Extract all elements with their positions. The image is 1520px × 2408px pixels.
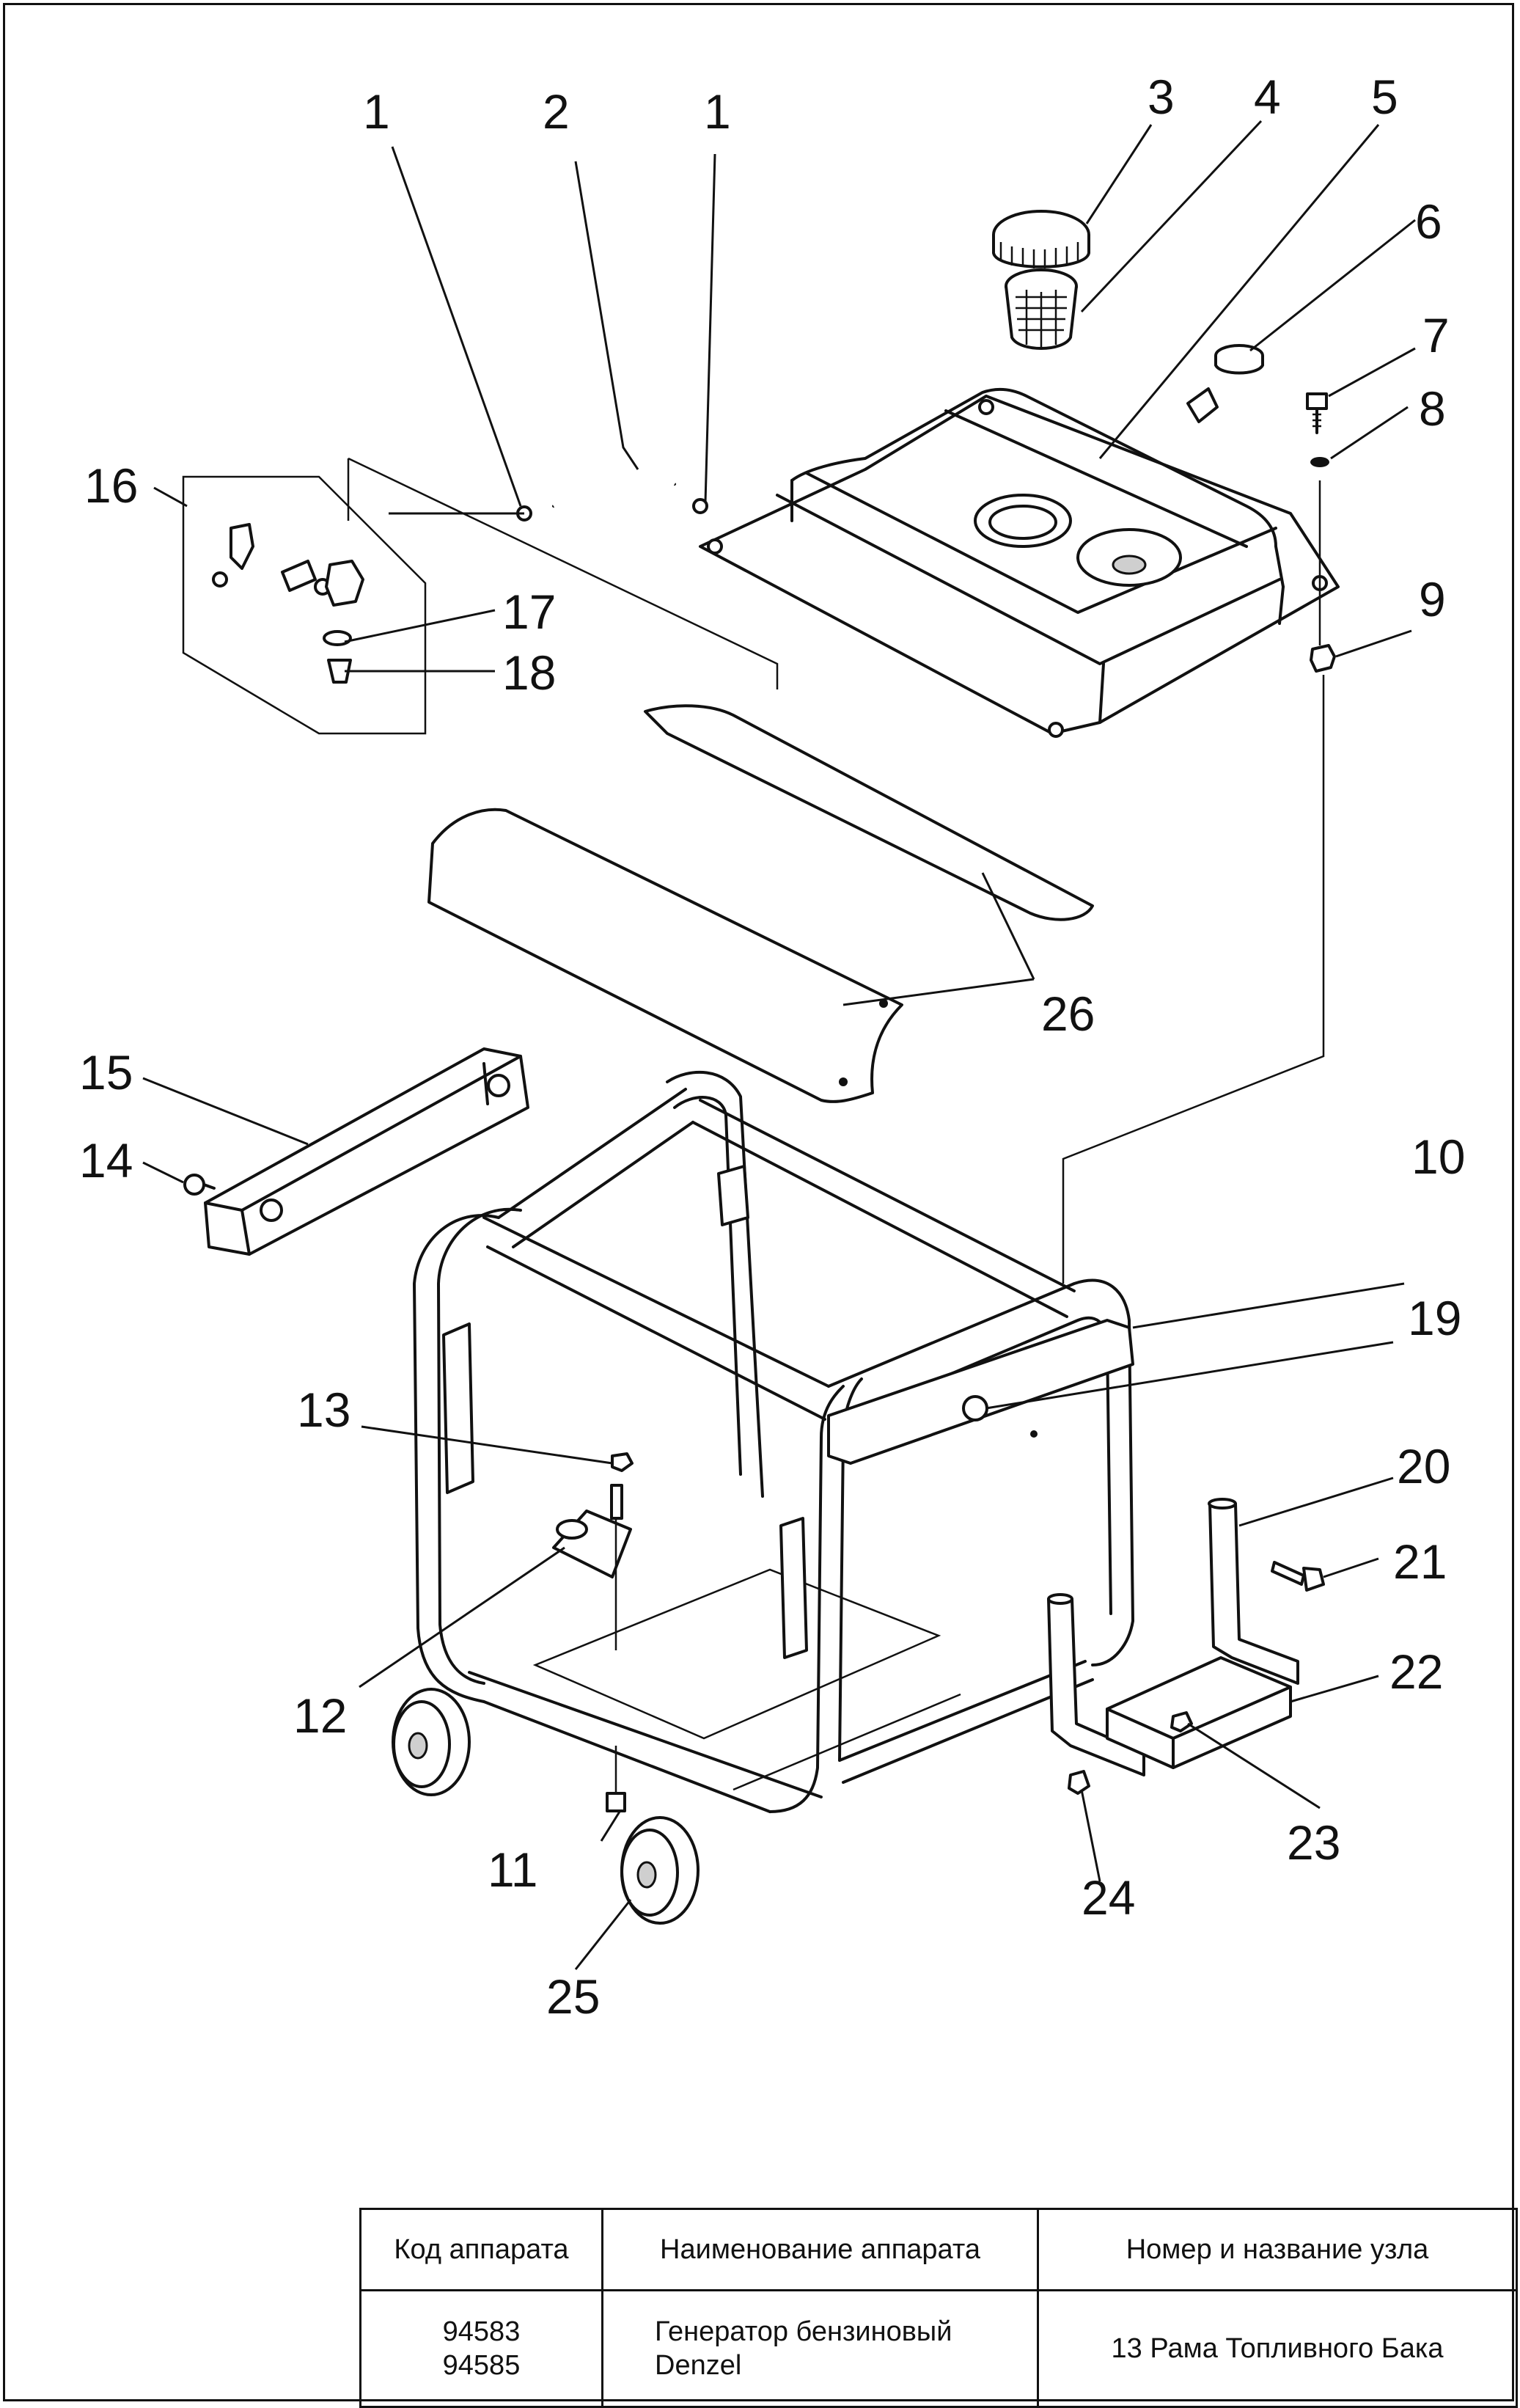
nut-23	[1170, 1711, 1193, 1732]
assembly-line-9-10	[1062, 675, 1325, 1284]
callout-4: 4	[1254, 70, 1281, 124]
header-device-code: Код аппарата	[359, 2208, 603, 2291]
wheel-rear	[392, 1688, 471, 1796]
value-device-name: Генератор бензиновый Denzel	[601, 2289, 1039, 2408]
fuel-cap	[992, 210, 1090, 268]
callout-7: 7	[1422, 308, 1450, 362]
header-device-name: Наименование аппарата	[601, 2208, 1039, 2291]
bracket-22	[1106, 1656, 1292, 1769]
bolt-21	[1271, 1561, 1325, 1592]
header-unit-name: Номер и название узла	[1037, 2208, 1518, 2291]
main-frame	[413, 1070, 1134, 1813]
callout-3: 3	[1148, 70, 1175, 124]
callout-14: 14	[79, 1133, 133, 1187]
leader-lines	[142, 120, 1416, 1970]
callout-23: 23	[1287, 1815, 1340, 1870]
callout-1: 1	[704, 84, 731, 139]
title-block-value-row: 94583 94585 Генератор бензиновый Denzel …	[359, 2289, 1518, 2408]
callout-21: 21	[1393, 1534, 1447, 1589]
nut-13	[611, 1452, 634, 1472]
nut-11	[606, 1746, 626, 1812]
nut-9	[1310, 644, 1336, 673]
callout-12: 12	[293, 1688, 347, 1743]
callout-5: 5	[1371, 70, 1398, 124]
callout-15: 15	[79, 1045, 133, 1099]
callout-9: 9	[1419, 572, 1446, 626]
fuel-hose	[516, 469, 708, 522]
fuel-gauge	[1186, 344, 1264, 423]
callout-8: 8	[1419, 381, 1446, 436]
callout-10: 10	[1411, 1130, 1465, 1184]
title-block-header-row: Код аппарата Наименование аппарата Номер…	[359, 2208, 1518, 2291]
value-device-code: 94583 94585	[359, 2289, 603, 2408]
rear-bracket	[204, 1047, 529, 1256]
support-leg-left	[1047, 1593, 1145, 1776]
callout-26: 26	[1041, 987, 1095, 1041]
callout-6: 6	[1415, 194, 1442, 249]
screw-14	[183, 1174, 216, 1196]
support-leg-20	[1208, 1498, 1299, 1685]
callout-2: 2	[543, 84, 570, 139]
callout-19: 19	[1408, 1291, 1461, 1345]
bolt-7	[1306, 392, 1328, 434]
washer-8	[1310, 457, 1329, 467]
callout-20: 20	[1397, 1439, 1450, 1493]
callout-1: 1	[363, 84, 390, 139]
fuel-valve-assembly	[182, 457, 779, 735]
callout-11: 11	[488, 1842, 538, 1897]
engine-mount	[552, 1484, 632, 1650]
callout-22: 22	[1389, 1644, 1443, 1699]
callout-25: 25	[546, 1969, 600, 2024]
callout-13: 13	[297, 1383, 350, 1437]
fuel-strainer	[1005, 268, 1078, 350]
value-unit-name: 13 Рама Топливного Бака	[1037, 2289, 1518, 2408]
callout-17: 17	[502, 585, 556, 639]
callout-labels: 1 2 1 3 4 5 6 7 8 9 10 11 12 13 14 15 16…	[79, 70, 1465, 2024]
callout-24: 24	[1082, 1870, 1135, 1925]
wheel-front	[620, 1816, 700, 1925]
bolt-24	[1068, 1770, 1090, 1795]
fuel-tank	[699, 387, 1340, 738]
heat-shield	[427, 704, 1094, 1103]
callout-18: 18	[502, 645, 556, 700]
callout-16: 16	[84, 458, 138, 513]
title-block-table: Код аппарата Наименование аппарата Номер…	[359, 2208, 1518, 2408]
